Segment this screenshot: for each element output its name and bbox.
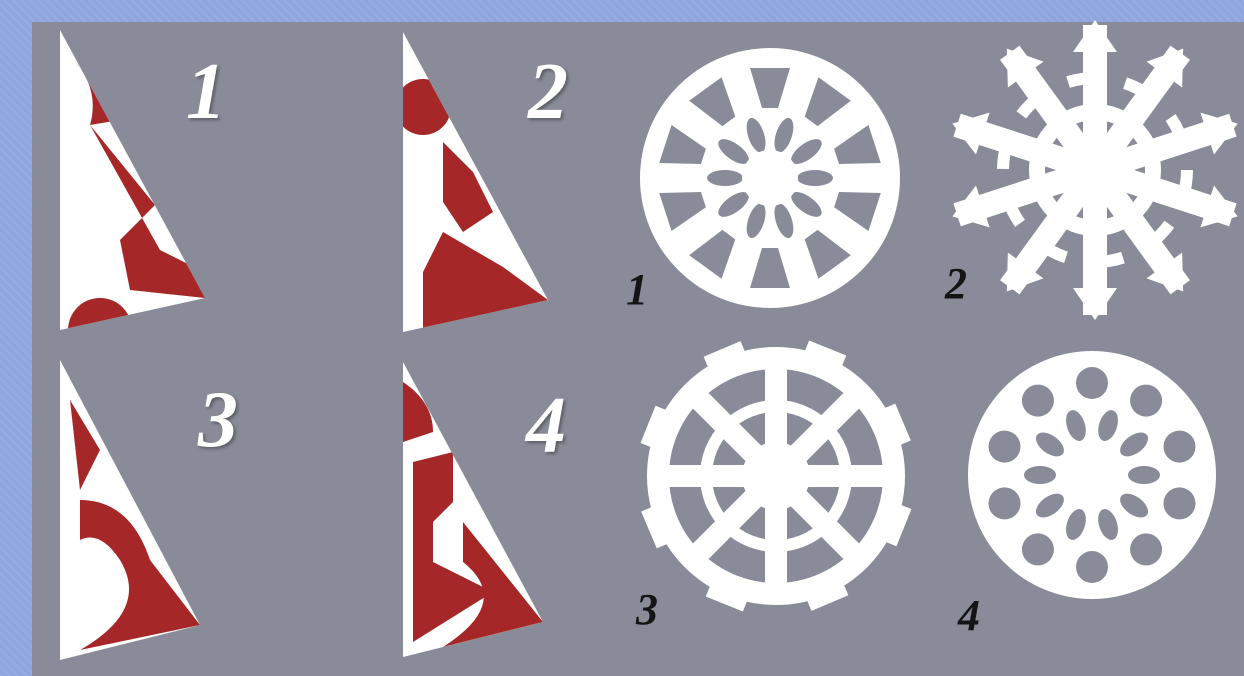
snowflake-label-2: 2 [945,262,967,306]
snowflake-1 [640,38,900,318]
snowflake-2 [955,20,1235,320]
folded-pattern-number-3: 3 [198,380,238,460]
snowflake-label-3: 3 [636,588,658,632]
folded-pattern-3 [60,360,210,665]
snowflake-label-4: 4 [958,594,980,638]
snowflake-3 [648,338,904,614]
snowflake-label-1: 1 [626,268,648,312]
folded-pattern-number-4: 4 [526,386,566,466]
folded-pattern-number-2: 2 [528,52,568,132]
folded-pattern-number-1: 1 [186,52,226,132]
snowflake-4 [966,340,1218,610]
